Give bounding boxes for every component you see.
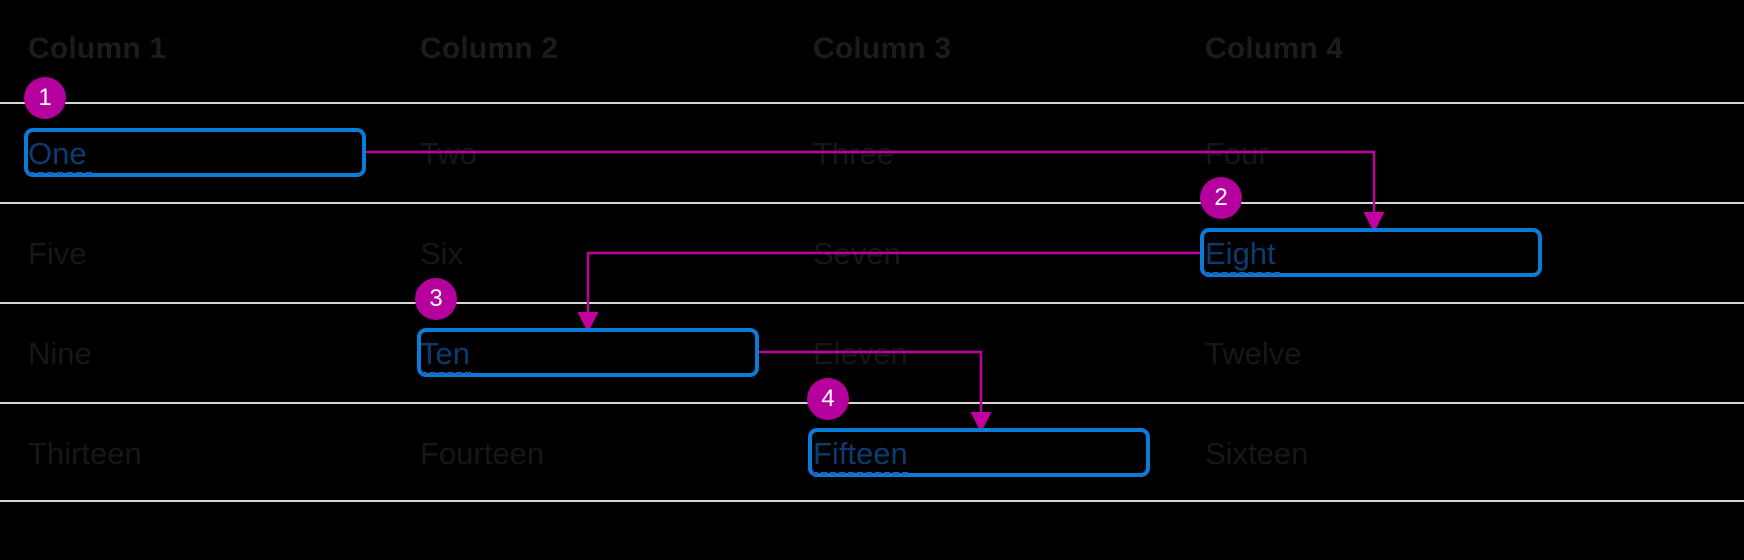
table-cell[interactable]: Fourteen	[420, 436, 545, 471]
step-badge-2: 2	[1200, 177, 1242, 219]
table-cell[interactable]: Thirteen	[28, 436, 142, 471]
focused-field-fifteen[interactable]	[808, 428, 1150, 477]
table-cell[interactable]: Two	[420, 136, 477, 171]
step-badge-3: 3	[415, 278, 457, 320]
text-caret-underline	[421, 372, 471, 375]
focused-field-ten[interactable]	[417, 328, 759, 377]
table-cell[interactable]: Twelve	[1205, 336, 1302, 371]
table-cell[interactable]: Seven	[813, 236, 901, 271]
table-cell[interactable]: Eleven	[813, 336, 908, 371]
row-separator-1	[0, 102, 1744, 104]
table-cell[interactable]: Five	[28, 236, 87, 271]
column-header-4: Column 4	[1205, 32, 1344, 65]
table-cell[interactable]: Sixteen	[1205, 436, 1309, 471]
table-cell[interactable]: Three	[813, 136, 894, 171]
row-separator-2	[0, 202, 1744, 204]
table-cell[interactable]: Fifteen	[813, 436, 908, 471]
table-cell[interactable]: Ten	[420, 336, 470, 371]
text-caret-underline	[28, 172, 92, 175]
column-header-3: Column 3	[813, 32, 952, 65]
table-cell[interactable]: Four	[1205, 136, 1269, 171]
text-caret-underline	[1204, 272, 1280, 275]
row-separator-5	[0, 500, 1744, 502]
step-badge-1: 1	[24, 77, 66, 119]
step-badge-4: 4	[807, 378, 849, 420]
text-caret-underline	[812, 472, 908, 475]
column-header-1: Column 1	[28, 32, 167, 65]
row-separator-4	[0, 402, 1744, 404]
table-cell[interactable]: Six	[420, 236, 464, 271]
table-cell[interactable]: One	[28, 136, 87, 171]
column-header-2: Column 2	[420, 32, 559, 65]
table-cell[interactable]: Nine	[28, 336, 92, 371]
focused-field-one[interactable]	[24, 128, 366, 177]
row-separator-3	[0, 302, 1744, 304]
table-cell[interactable]: Eight	[1205, 236, 1276, 271]
focused-field-eight[interactable]	[1200, 228, 1542, 277]
